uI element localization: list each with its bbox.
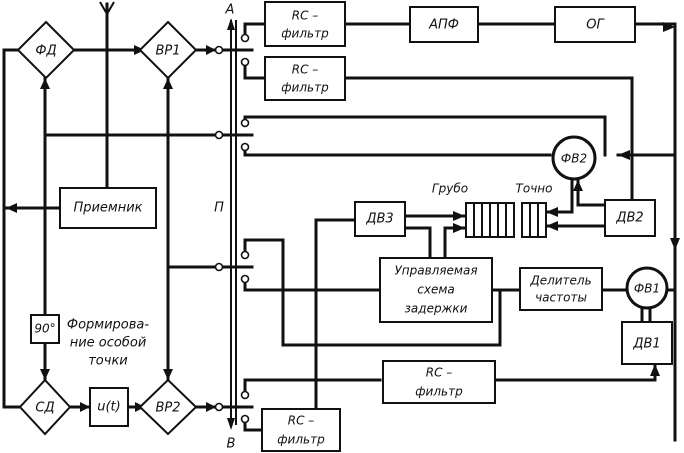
terminals [214,33,250,424]
rc-filter-4-label-1: RC – [288,414,315,428]
function-block: u(t) [89,387,129,427]
bus-label-b: B [227,437,236,452]
coarse-label: Грубо [432,182,468,196]
fine-label: Точно [516,182,553,196]
rc-filter-1-block: RC – фильтр [264,1,346,47]
arrow-icon [670,238,680,250]
rc-filter-2-label-2: фильтр [281,81,329,95]
arrow-icon [6,203,17,213]
delay-circuit-label-1: Управляемая [394,264,477,278]
arrow-icon [546,207,558,217]
phase-detector-label: ФД [35,44,56,59]
arrow-icon [206,402,216,412]
motor-3-label: ДВ3 [365,212,393,227]
arrow-icon [80,402,90,412]
apf-block: АПФ [409,6,479,43]
motor-2-label: ДВ2 [615,211,643,226]
note-line-3: точки [88,354,128,369]
rc-filter-1-label-2: фильтр [281,27,329,41]
arrow-icon [618,150,630,160]
apf-label: АПФ [428,18,459,33]
motor-2-block: ДВ2 [604,199,656,237]
note-line-1: Формирова- [67,318,149,333]
arrow-icon [663,22,675,32]
motor-1-block: ДВ1 [621,321,673,365]
arrow-icon [227,18,235,30]
switch-1-label: ВР1 [155,44,180,59]
receiver-block: Приемник [59,187,157,229]
phase-shifter-block: 90° [30,314,60,344]
motor-3-block: ДВ3 [354,201,406,237]
fine-scale [521,202,547,238]
rc-filter-3-label-1: RC – [426,366,453,380]
arrow-icon [40,369,50,380]
phase-shifter-label: 90° [34,322,55,336]
rc-filter-2-label-1: RC – [292,63,319,77]
arrow-icon [453,223,465,233]
rc-filter-2-block: RC – фильтр [264,56,346,101]
motor-1-label: ДВ1 [632,337,660,352]
arrow-icon [40,78,50,89]
bus-label-p: П [214,201,224,216]
sync-detector-label: СД [35,401,54,416]
freq-divider-label-2: частоты [535,291,587,305]
note-line-2: ние особой [70,336,147,351]
sync-detector-block: СД [18,378,72,436]
delay-circuit-label-2: схема [417,283,455,297]
arrow-icon [206,45,216,55]
rc-filter-1-label-1: RC – [292,9,319,23]
function-block-label: u(t) [97,400,120,415]
arrow-icon [650,364,660,376]
arrow-icon [227,418,235,430]
receiver-label: Приемник [73,201,142,216]
arrow-icon [453,211,465,221]
phase-inverter-2-block: ФВ2 [551,135,597,181]
phase-inverter-2-label: ФВ2 [561,152,587,166]
arrow-icon [546,221,558,231]
switch-2-block: ВР2 [138,378,198,436]
reference-generator-block: ОГ [554,6,636,43]
arrow-icon [573,180,583,191]
freq-divider-label-1: Делитель [529,274,591,288]
phase-detector-block: ФД [16,20,76,80]
reference-generator-label: ОГ [586,18,605,33]
coarse-scale [465,202,515,238]
phase-inverter-1-block: ФВ1 [625,266,669,310]
freq-divider-block: Делитель частоты [519,267,603,311]
rc-filter-3-block: RC – фильтр [382,360,496,404]
rc-filter-3-label-2: фильтр [415,385,463,399]
switch-2-label: ВР2 [155,401,180,416]
arrow-icon [163,78,173,89]
rc-filter-4-label-2: фильтр [277,433,325,447]
delay-circuit-label-3: задержки [405,302,468,316]
switch-1-block: ВР1 [138,20,198,80]
arrow-icon [163,369,173,380]
bus-label-a: A [225,3,235,18]
note-text: Формирова- ние особой точки [67,318,149,369]
antenna-icon [99,1,115,16]
delay-circuit-block: Управляемая схема задержки [379,257,493,323]
phase-inverter-1-label: ФВ1 [634,282,660,296]
rc-filter-4-block: RC – фильтр [261,408,341,452]
